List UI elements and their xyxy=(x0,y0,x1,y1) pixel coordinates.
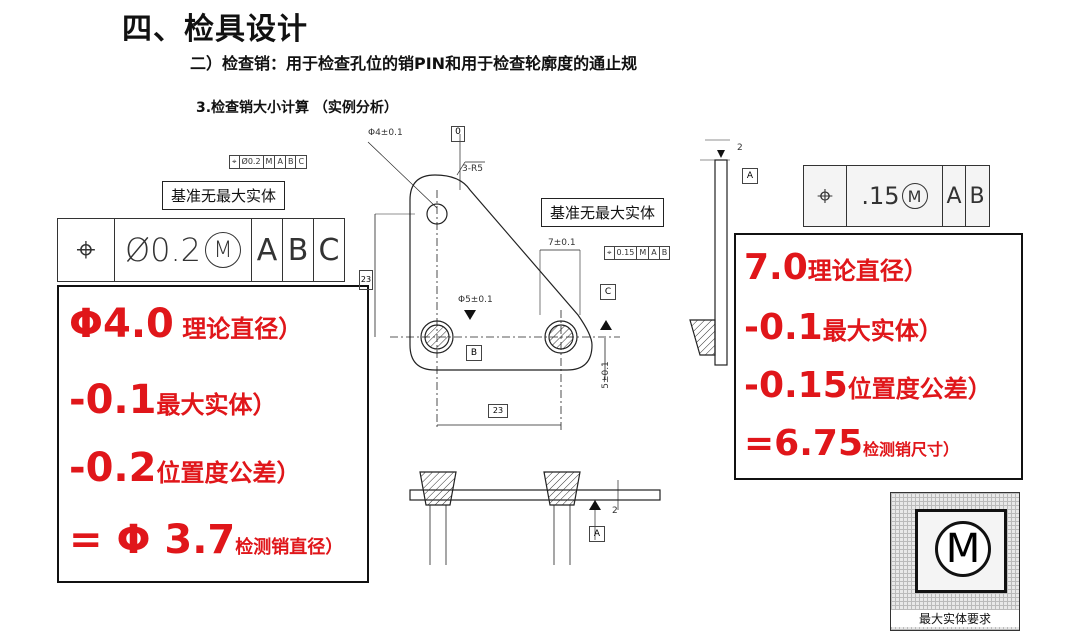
left-calc-box: Φ4.0 理论直径） -0.1最大实体） -0.2位置度公差） = Φ 3.7检… xyxy=(57,285,369,583)
fcf-datum-b: B xyxy=(283,219,314,281)
right-calc-box: 7.0理论直径） -0.1最大实体） -0.15位置度公差） =6.75检测销尺… xyxy=(734,233,1023,480)
calc-line-3: -0.2位置度公差） xyxy=(69,445,301,491)
top-small-dim: 0 xyxy=(451,126,465,142)
dist-x-dim: 7±0.1 xyxy=(548,238,576,248)
fcf-datum-b: B xyxy=(969,183,985,209)
hole-dia-dim: Φ4±0.1 xyxy=(368,128,403,138)
calc-line-1: 7.0理论直径） xyxy=(744,247,928,288)
side-arrow xyxy=(717,150,725,158)
section-pin-right xyxy=(543,471,581,506)
datum-a-box-bottom: A xyxy=(589,526,605,542)
section-pin-left xyxy=(419,471,457,506)
technical-drawing xyxy=(367,134,730,565)
height-dim: 23 xyxy=(359,270,373,290)
datum-c-box: C xyxy=(600,284,616,300)
calc-line-2: -0.1最大实体） xyxy=(69,377,277,423)
mmc-modifier-icon: M xyxy=(901,183,928,209)
datum-a-box-side: A xyxy=(742,168,758,184)
drawing-fcf-right: ⌖ 0.15 M A B xyxy=(604,246,671,260)
calc-line-1: Φ4.0 理论直径） xyxy=(69,301,303,347)
datum-a-triangle xyxy=(589,500,601,510)
fcf-value: Ø0.2 M xyxy=(115,219,252,281)
drawing-fcf-top: ⌖ Ø0.2 M A B C xyxy=(229,155,308,169)
mmc-modifier-icon: M xyxy=(205,232,242,268)
position-icon: ⌖ xyxy=(58,219,115,281)
fcf-value: .15 M xyxy=(847,166,943,226)
position-icon: ⌖ xyxy=(804,166,847,226)
side-dim: 2 xyxy=(737,143,743,153)
calc-line-2: -0.1最大实体） xyxy=(744,307,943,348)
section-title: 3.检查销大小计算 （实例分析） xyxy=(196,100,398,116)
v-dim: 5±0.1 xyxy=(600,361,611,389)
left-datum-label: 基准无最大实体 xyxy=(162,181,286,210)
calc-line-3: -0.15位置度公差） xyxy=(744,365,992,406)
datum-b-box: B xyxy=(466,345,482,361)
left-feature-control-frame: ⌖ Ø0.2 M A B C xyxy=(57,218,345,282)
calc-line-4: = Φ 3.7检测销直径） xyxy=(69,517,344,563)
datum-c-triangle xyxy=(600,320,612,330)
right-feature-control-frame: ⌖ .15 M A B xyxy=(803,165,990,227)
mmc-legend: M 最大实体要求 xyxy=(890,492,1020,631)
radius-dim: 3-R5 xyxy=(462,164,483,174)
mmc-m-icon: M xyxy=(935,521,991,577)
calc-line-4: =6.75检测销尺寸） xyxy=(744,423,960,464)
fcf-datum-a: A xyxy=(943,166,966,226)
section-plate xyxy=(409,489,661,501)
fcf-datum-a: A xyxy=(252,219,283,281)
fcf-datum-c: C xyxy=(318,232,340,268)
datum-b-triangle xyxy=(464,310,476,320)
pin-dia-dim: Φ5±0.1 xyxy=(458,295,493,305)
plate-outline xyxy=(409,174,593,371)
right-side-dim: 2 xyxy=(612,506,618,516)
side-view-plate xyxy=(714,159,728,366)
side-pin xyxy=(689,319,716,356)
page-subtitle: 二）检查销：用于检查孔位的销PIN和用于检查轮廓度的通止规 xyxy=(190,54,638,73)
page-title: 四、检具设计 xyxy=(122,12,308,47)
width-dim: 23 xyxy=(488,404,508,418)
mmc-caption: 最大实体要求 xyxy=(891,610,1019,627)
drawing-datum-label: 基准无最大实体 xyxy=(541,198,665,227)
fcf-tolerance: Ø0.2 xyxy=(124,231,202,269)
